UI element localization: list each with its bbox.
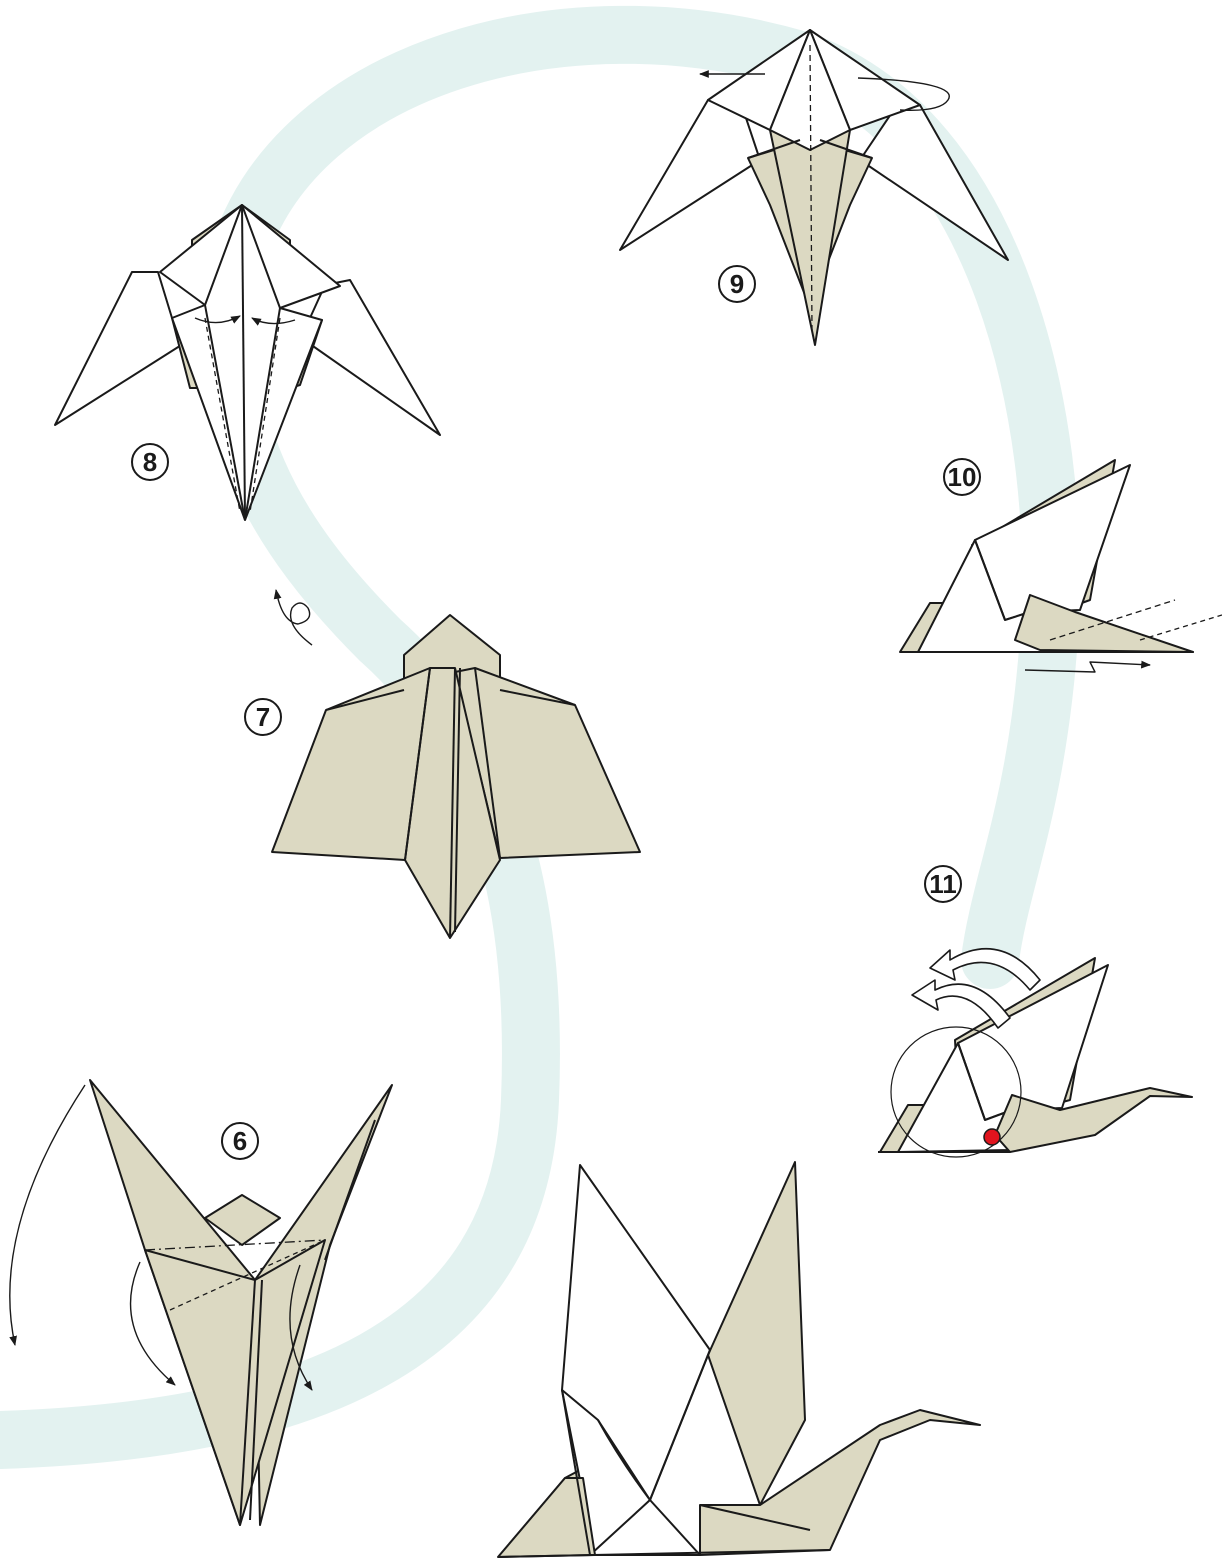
step-number-badge: 6	[222, 1123, 258, 1159]
step-number-badge: 8	[132, 444, 168, 480]
step-number-badge: 11	[925, 866, 961, 902]
step-7-figure	[272, 615, 640, 938]
step-10-neck	[1015, 595, 1193, 652]
step-label: 8	[143, 447, 157, 477]
step-label: 7	[256, 702, 270, 732]
pivot-point-icon	[984, 1129, 1000, 1145]
step-11-figure	[878, 949, 1192, 1157]
fold-arrow-icon	[10, 1085, 85, 1345]
step-label: 11	[929, 869, 957, 899]
step-label: 10	[948, 462, 977, 492]
step-number-badge: 9	[719, 266, 755, 302]
step-8-figure	[55, 205, 440, 520]
finished-crane	[498, 1162, 980, 1557]
step-11-wing	[958, 965, 1108, 1120]
step-9-figure	[620, 30, 1008, 345]
step-label: 9	[730, 269, 744, 299]
step-number-badge: 7	[245, 699, 281, 735]
step-8-right-wing	[290, 280, 440, 435]
step-9-left-wing	[620, 100, 760, 250]
step-number-badge: 10	[944, 459, 980, 495]
crane-tail	[498, 1478, 595, 1557]
step-9-right-wing	[860, 105, 1008, 260]
crane-right-wing	[708, 1162, 805, 1505]
step-label: 6	[233, 1126, 247, 1156]
